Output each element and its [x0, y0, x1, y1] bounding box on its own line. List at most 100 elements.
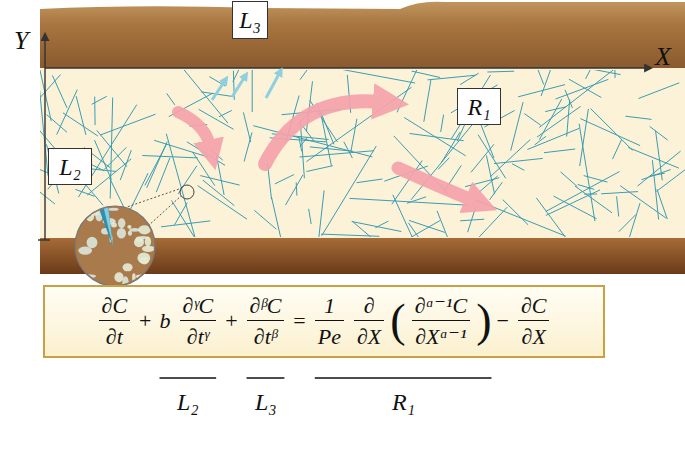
fracture-line	[539, 99, 562, 140]
operator: =	[293, 309, 305, 333]
fracture-line	[104, 147, 126, 169]
fracture-wedge	[98, 205, 113, 247]
fracture-line	[437, 211, 455, 237]
pore	[138, 225, 150, 234]
fracture-line	[584, 176, 608, 183]
fracture-line	[541, 70, 553, 96]
fracture-line	[100, 114, 155, 135]
numerator: ∂ᵅ⁻¹C	[412, 293, 471, 320]
fracture-line	[299, 137, 302, 151]
parenthesis: (	[390, 298, 405, 344]
pore	[87, 204, 101, 210]
fracture-line	[471, 144, 494, 172]
fracture-line	[310, 147, 353, 151]
fracture-line	[478, 135, 506, 179]
fracture-line	[479, 176, 498, 193]
pore	[87, 237, 98, 249]
pore	[127, 225, 131, 229]
fracture-line	[474, 207, 507, 237]
fracture-line	[244, 132, 252, 161]
fracture-line	[296, 182, 298, 195]
fracture-line	[544, 149, 575, 153]
pore	[132, 273, 136, 281]
fracture-line	[198, 186, 247, 220]
fracture-line	[357, 179, 383, 183]
denominator: ∂X	[518, 320, 550, 349]
axis-label: X	[655, 44, 671, 70]
fracture-line	[52, 75, 67, 108]
fracture-line	[272, 197, 284, 237]
pore	[134, 237, 144, 247]
fracture-line	[351, 119, 357, 151]
fracture-line	[321, 234, 379, 236]
operator: +	[139, 309, 151, 333]
fraction: ∂C∂X	[518, 293, 550, 350]
denominator: ∂tᵝ	[247, 320, 285, 349]
fracture-line	[460, 219, 484, 221]
fracture-line	[211, 150, 223, 160]
operator: +	[225, 309, 237, 333]
fraction: ∂ᵞC∂tᵞ	[180, 293, 217, 350]
denominator: ∂X	[354, 320, 384, 349]
numerator: ∂C	[99, 293, 131, 320]
fracture-line	[511, 102, 523, 151]
fracture-line	[252, 70, 253, 112]
coefficient: b	[160, 309, 171, 333]
fracture-line	[490, 182, 503, 200]
fracture-line	[409, 220, 445, 232]
fracture-line	[203, 180, 235, 206]
top-rock	[40, 2, 685, 68]
fracture-line	[512, 164, 524, 171]
fracture-line	[591, 109, 633, 151]
leak-arrow	[266, 74, 279, 98]
fracture-line	[142, 156, 197, 158]
fracture-line	[546, 172, 620, 212]
fracture-wedge	[103, 205, 113, 247]
pore	[111, 222, 117, 227]
fracture-line	[441, 115, 444, 132]
pore	[90, 212, 99, 216]
fracture-line	[503, 200, 528, 225]
fracture-line	[556, 79, 609, 99]
pore	[123, 263, 133, 271]
fracture-line	[575, 186, 612, 213]
term-label: L₂	[177, 390, 199, 414]
fracture-line	[561, 172, 578, 187]
fracture-line	[172, 200, 199, 237]
fracture-line	[650, 173, 665, 176]
pore	[108, 208, 118, 211]
fracture-line	[441, 132, 460, 163]
fracture-line	[352, 222, 402, 232]
fracture-line	[95, 140, 112, 180]
term-underline	[315, 377, 492, 378]
fracture-line	[156, 158, 170, 193]
pore	[142, 246, 155, 252]
pore	[128, 231, 132, 236]
fracture-line	[175, 203, 188, 225]
fracture-line	[617, 196, 619, 216]
fracture-line	[490, 140, 530, 177]
fracture-line	[92, 96, 107, 104]
fracture-line	[494, 158, 543, 163]
box-label: R₁	[467, 95, 490, 119]
equation-box: ∂C∂t+b∂ᵞC∂tᵞ+∂ᵝC∂tᵝ=1Pe∂∂X(∂ᵅ⁻¹C∂Xᵅ⁻¹)−∂…	[43, 285, 605, 358]
zoom-spot	[180, 185, 194, 199]
fracture-line	[110, 98, 113, 199]
term-underline	[247, 377, 285, 378]
denominator: ∂t	[99, 320, 131, 349]
fracture-line	[623, 203, 640, 237]
pore	[114, 272, 123, 282]
pore	[136, 275, 146, 279]
fracture-line	[486, 155, 494, 194]
numerator: ∂C	[518, 293, 550, 320]
fracture-line	[193, 152, 215, 186]
fracture-line	[375, 221, 388, 228]
fraction: ∂ᵝC∂tᵝ	[247, 293, 285, 350]
fracture-line	[337, 70, 415, 83]
fracture-line	[412, 71, 441, 77]
fracture-line	[254, 210, 276, 229]
parenthesis: )	[476, 298, 491, 344]
leak-arrow	[212, 82, 224, 100]
fracture-line	[154, 140, 208, 157]
